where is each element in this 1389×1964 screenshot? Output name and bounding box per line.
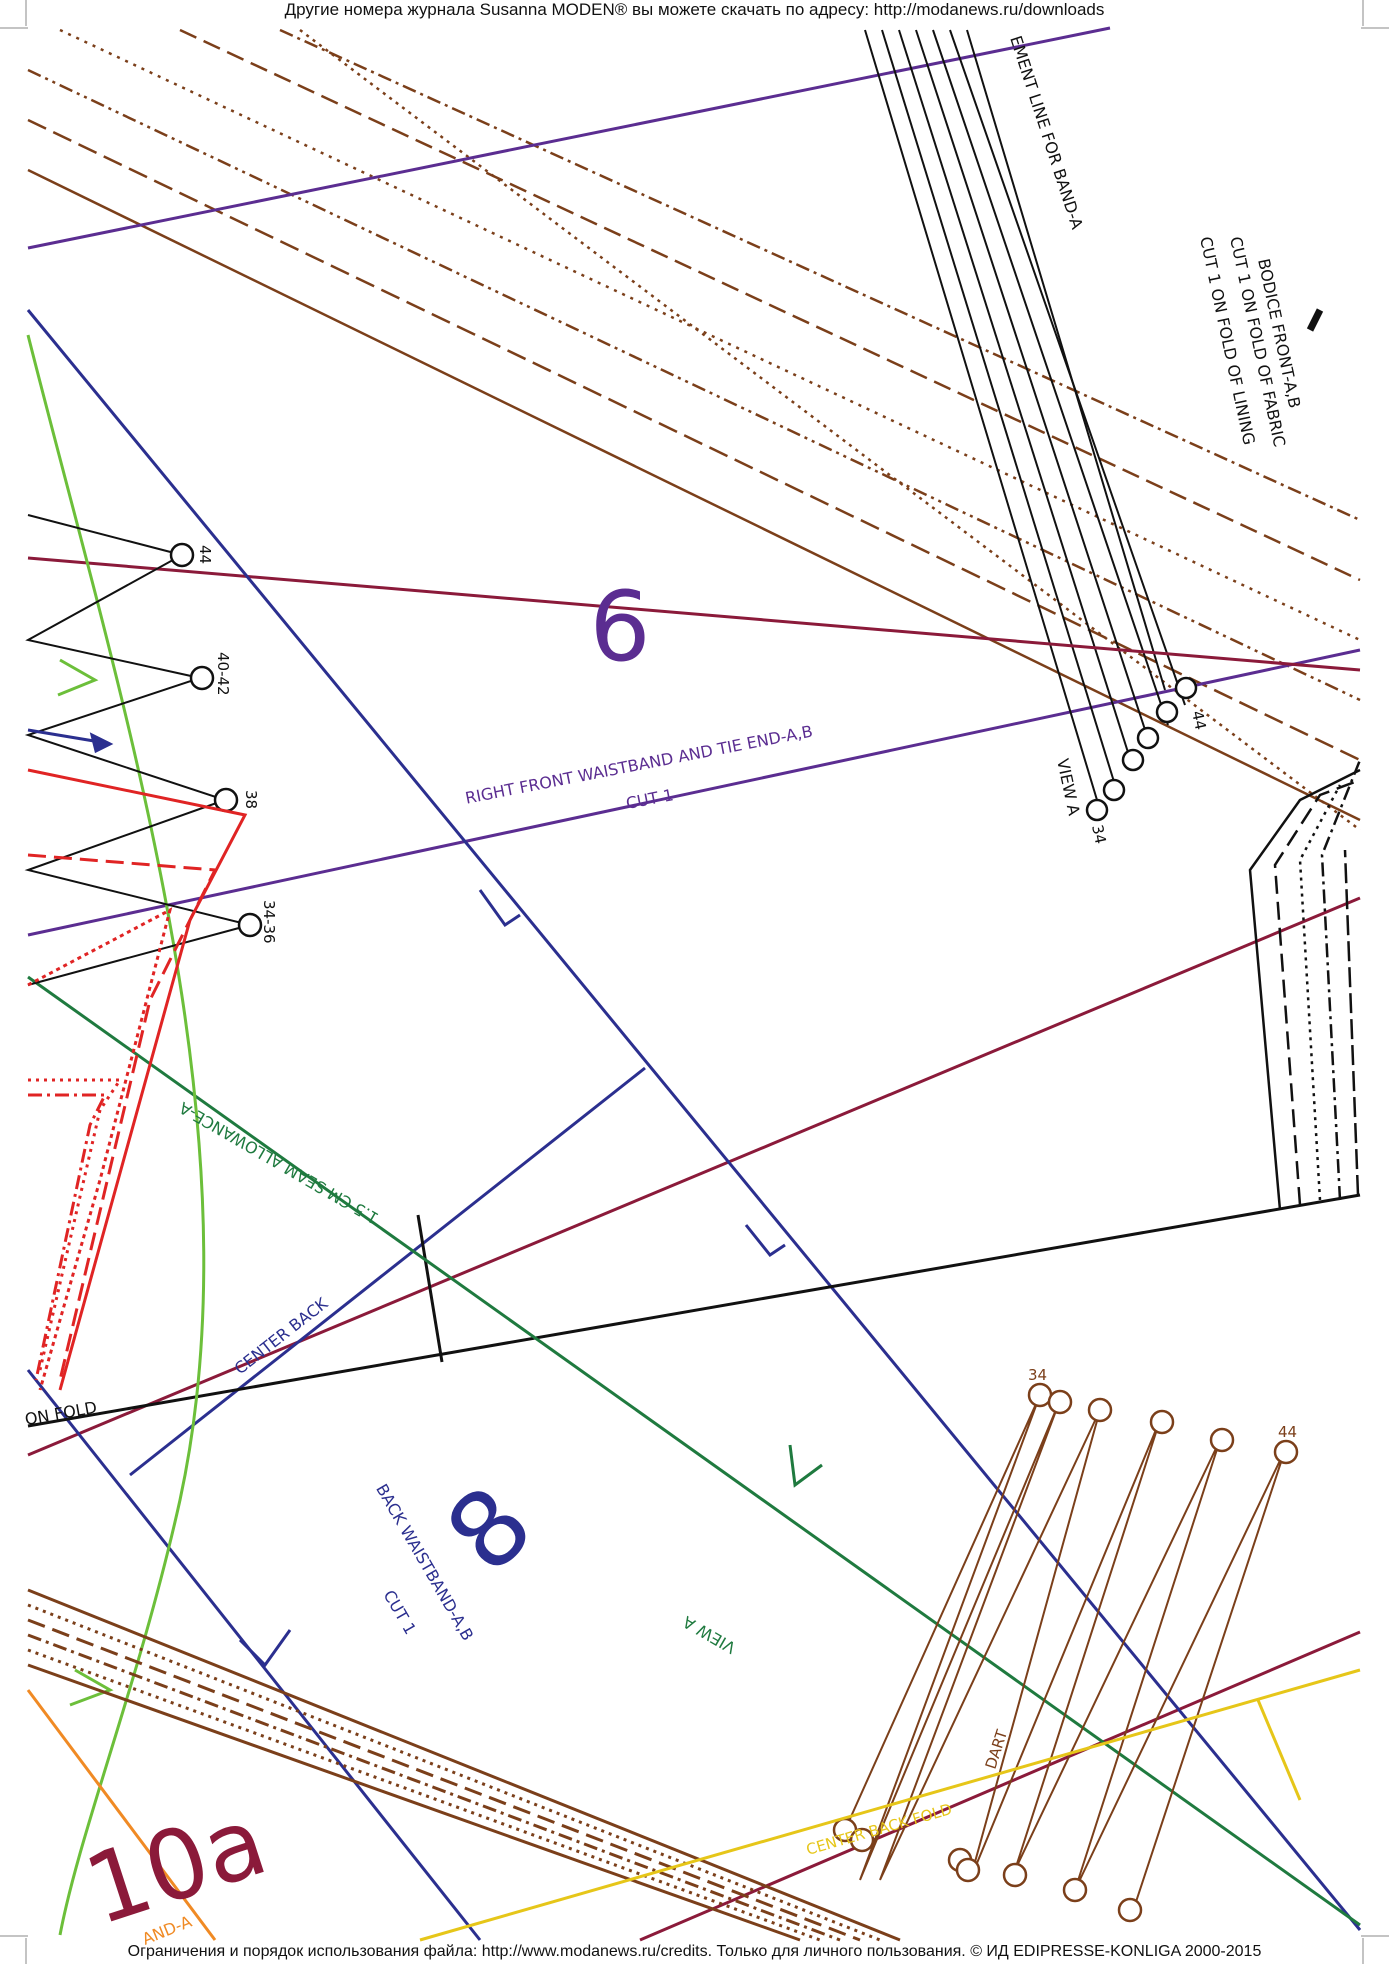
black-converging-lines xyxy=(864,29,1186,801)
navy-lines xyxy=(26,309,1362,1941)
size-34-right: 34 xyxy=(1088,823,1110,845)
blue-arrow xyxy=(27,728,114,754)
yellow-lines xyxy=(419,1668,1361,1942)
size-34-bottom: 34 xyxy=(1028,1366,1047,1384)
on-fold-label: ON FOLD xyxy=(23,1398,98,1429)
orange-line xyxy=(26,1689,217,1941)
piece-6-cut: CUT 1 xyxy=(624,785,675,813)
lime-curve xyxy=(26,334,206,1936)
green-seam-line xyxy=(27,975,1361,1927)
size-34-36-left: 34-36 xyxy=(260,900,278,944)
piece-8-view: VIEW A xyxy=(680,1612,739,1657)
maroon-lines xyxy=(27,556,1361,1942)
size-circles-bottom xyxy=(832,1382,1299,1923)
size-44-left: 44 xyxy=(196,545,214,564)
size-44-right: 44 xyxy=(1188,709,1210,731)
page-footer: Ограничения и порядок использования файл… xyxy=(127,1943,1262,1960)
page-header: Другие номера журнала Susanna MODEN® вы … xyxy=(284,0,1105,19)
black-block-right xyxy=(1248,759,1362,1211)
black-zigzag-left xyxy=(24,514,254,986)
size-44-bottom: 44 xyxy=(1278,1423,1297,1441)
piece-8-cut: CUT 1 xyxy=(380,1587,420,1638)
brown-band-bottom xyxy=(27,1588,901,1942)
piece-number-6: 6 xyxy=(589,571,650,683)
view-a-label: VIEW A xyxy=(1053,757,1084,817)
brown-zigzag-bottom xyxy=(844,1394,1286,1921)
size-circles-right xyxy=(1085,676,1198,822)
purple-lines xyxy=(27,26,1361,937)
size-circles-left xyxy=(169,542,263,938)
seam-allowance-label: 1.5 CM SEAM ALLOWANCE-A xyxy=(176,1098,382,1228)
black-fold-line xyxy=(27,1193,1361,1428)
grain-marker xyxy=(1306,308,1324,332)
size-40-42-left: 40-42 xyxy=(214,652,232,696)
red-lines-left xyxy=(27,768,248,1391)
size-38-left: 38 xyxy=(242,790,260,809)
